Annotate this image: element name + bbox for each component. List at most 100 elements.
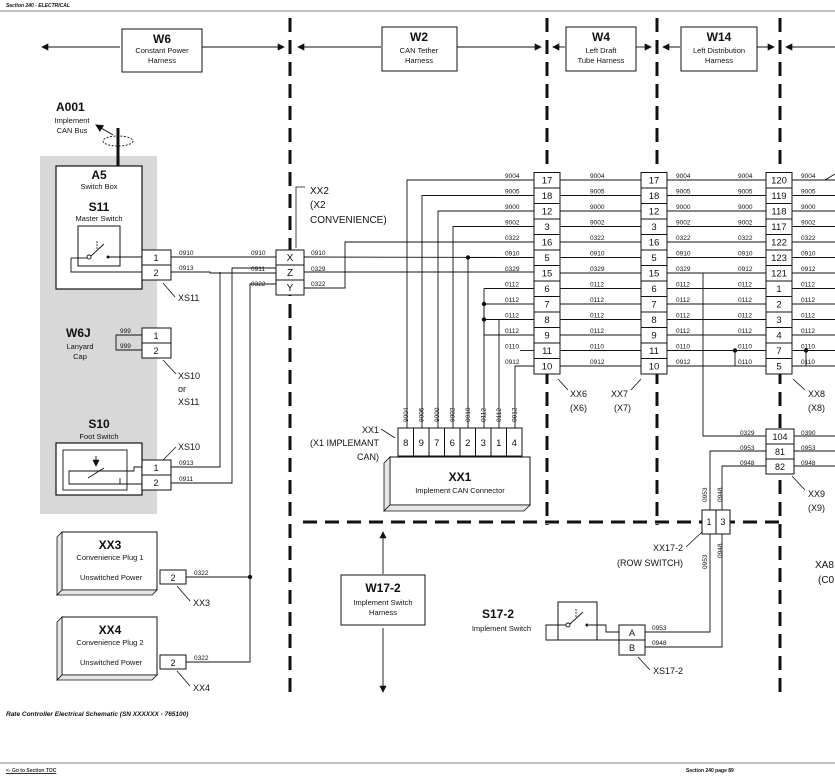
xx8-pin: 5 [776, 362, 781, 373]
xx7-cavity [640, 358, 668, 375]
a001-line2: CAN Bus [57, 126, 88, 135]
w6j-pin: 1 [153, 331, 158, 341]
wire-label: 0110 [801, 344, 815, 351]
xx1-label-1: XX1 [362, 425, 379, 435]
wire-label: 0910 [676, 251, 691, 258]
xx1-cavity [506, 427, 523, 457]
xx7-pin: 9 [651, 331, 656, 342]
harness-w14: W14 Left Distribution Harness [680, 26, 758, 72]
xx9-pin: 82 [775, 462, 785, 472]
wire-label: 0911 [179, 476, 193, 483]
wire-label: 0322 [676, 235, 691, 242]
xs17-label: XS17-2 [653, 666, 683, 676]
s11-code: S11 [89, 200, 110, 214]
xx1-pin: 4 [512, 438, 517, 449]
xx3-conn-label: XX3 [193, 598, 210, 608]
wire-label: 9004 [801, 173, 816, 180]
wire-label: 0912 [738, 266, 753, 273]
xx17-label-2: (ROW SWITCH) [617, 558, 683, 568]
wire-label: 0910 [179, 250, 194, 257]
xx8-pin: 122 [771, 238, 787, 249]
xx7-pin: 7 [651, 300, 656, 311]
xx2-pin: Y [287, 283, 294, 294]
harness-w6-line1: Constant Power [135, 46, 189, 55]
wire [304, 241, 534, 289]
wire-label: 0112 [505, 297, 519, 304]
w6j-line2: Cap [73, 352, 87, 361]
wire-label: 0322 [801, 235, 816, 242]
wire-label: 0322 [194, 570, 209, 577]
wire-label: 0948 [717, 487, 724, 502]
wire [467, 257, 534, 428]
wire-label: 0953 [801, 445, 816, 452]
xx8-pin: 118 [771, 207, 786, 218]
wire-label: 0110 [738, 344, 752, 351]
wire-label: 0912 [676, 359, 691, 366]
xx3-power: Unswitched Power [80, 573, 143, 582]
xx2-label-3: CONVENIENCE) [310, 215, 387, 226]
wire-label: 0912 [801, 266, 816, 273]
wire-label: 0948 [740, 460, 755, 467]
wire-label: 0112 [505, 282, 519, 289]
a001-can-bus: A001 Implement CAN Bus [54, 100, 134, 166]
wire-label: 9000 [801, 204, 816, 211]
xx1-pin: 9 [419, 438, 424, 449]
wire-label: 0390 [801, 430, 816, 437]
wire-label: 9004 [738, 173, 753, 180]
xx7-pin: 15 [649, 269, 660, 280]
wire-label: 0112 [676, 282, 690, 289]
xa8-label-2: (C0 [818, 575, 835, 586]
wire-label: 0112 [801, 313, 815, 320]
footer-toc-link[interactable]: <- Go to Section TOC [6, 768, 57, 774]
xx3-pin: 2 [170, 573, 175, 583]
xx4-convenience-plug: XX4 Convenience Plug 2 Unswitched Power … [56, 616, 210, 693]
wire-label: 0322 [311, 281, 326, 288]
splice-dot [732, 348, 738, 353]
wire-label: 9005 [418, 407, 425, 422]
xx7-pin: 17 [649, 176, 660, 187]
xx1-label-3: CAN) [357, 452, 379, 462]
xx8-pin: 4 [776, 331, 781, 342]
xx7-pin: 10 [649, 362, 660, 373]
wire-label: 0329 [505, 266, 520, 273]
wire-label: 0112 [676, 313, 690, 320]
splice-dot [465, 255, 471, 260]
xx9-label: XX9 [808, 489, 825, 499]
harness-w14-line1: Left Distribution [693, 46, 745, 55]
wire-label: 9005 [676, 189, 691, 196]
xx9-connector: 104 81 82 [765, 428, 795, 475]
xx2-pin: X [287, 253, 294, 264]
wire-label: 0910 [590, 251, 605, 258]
xx7-pin: 3 [651, 222, 656, 233]
diagram-caption: Rate Controller Electrical Schematic (SN… [6, 711, 188, 718]
wire [303, 256, 535, 258]
harness-w2-line1: CAN Tether [400, 46, 439, 55]
wire-label: 0910 [738, 251, 753, 258]
xx8-pin: 3 [776, 315, 781, 326]
w6j-pin: 2 [153, 346, 158, 356]
wire-label: 0112 [801, 297, 815, 304]
xx8-pin: 119 [771, 191, 786, 202]
xx1-code: XX1 [449, 470, 472, 484]
xx7-pin: 12 [649, 207, 660, 218]
s17-line1: Implement Switch [472, 624, 531, 633]
wire-label: 0322 [194, 655, 209, 662]
s11-pin-row: 1 2 [141, 249, 172, 281]
wire-label: 0110 [801, 359, 815, 366]
xx1-pin: 8 [403, 438, 408, 449]
xa8-label-1: XA8 [815, 560, 834, 571]
xx17-pin: 1 [706, 517, 711, 527]
wire-label: 0329 [311, 266, 326, 273]
xx4-code: XX4 [99, 623, 122, 637]
xx6-pin: 15 [542, 269, 553, 280]
wire [406, 179, 534, 428]
wire [667, 272, 766, 437]
xx8-pin: 117 [771, 222, 786, 233]
xx6-sub-label: (X6) [570, 403, 587, 413]
xx8-pin: 7 [776, 346, 781, 357]
wire-label: 0112 [505, 328, 519, 335]
s11-line1: Master Switch [75, 214, 122, 223]
